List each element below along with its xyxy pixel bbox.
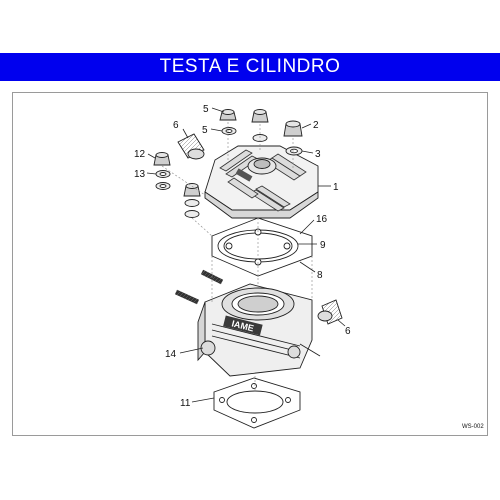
callout-6-top: 6 bbox=[173, 120, 179, 131]
washer-13 bbox=[155, 170, 171, 190]
drawing-code: WS-002 bbox=[462, 424, 484, 430]
washer-5 bbox=[221, 127, 237, 135]
head-logo-badge bbox=[235, 168, 253, 182]
base-gasket bbox=[213, 377, 301, 429]
callout-11: 11 bbox=[180, 398, 191, 409]
spark-adaptor-top bbox=[177, 133, 205, 160]
washer-3 bbox=[285, 146, 303, 156]
cap-nut-4 bbox=[219, 109, 237, 121]
cylinder-block: IAME bbox=[197, 283, 321, 377]
section-title-banner: TESTA E CILINDRO bbox=[0, 53, 500, 81]
nut-top-center bbox=[251, 109, 269, 142]
callout-13: 13 bbox=[134, 169, 146, 180]
nut-side-stack bbox=[183, 183, 201, 218]
head-gasket bbox=[211, 217, 313, 277]
nut-12 bbox=[153, 152, 171, 166]
callout-4: 5 bbox=[203, 104, 209, 115]
nut-2 bbox=[283, 120, 303, 137]
callout-5: 5 bbox=[202, 125, 208, 136]
callout-1: 1 bbox=[333, 182, 339, 193]
callout-8: 8 bbox=[317, 270, 323, 281]
callout-16: 16 bbox=[316, 214, 328, 225]
diagram-frame bbox=[12, 92, 488, 436]
leader-lines bbox=[146, 107, 346, 403]
callout-6-right: 6 bbox=[345, 326, 351, 337]
callout-3: 3 bbox=[315, 149, 321, 160]
callout-9: 9 bbox=[320, 240, 326, 251]
callout-12: 12 bbox=[134, 149, 146, 160]
cylinder-head bbox=[204, 145, 319, 219]
spark-adaptor-right bbox=[317, 299, 343, 325]
callout-2: 2 bbox=[313, 120, 319, 131]
assembly-guides bbox=[161, 122, 313, 392]
callouts: 5 5 2 3 1 6 12 13 16 9 8 6 14 11 WS-002 bbox=[134, 104, 484, 430]
callout-14: 14 bbox=[165, 349, 177, 360]
section-title: TESTA E CILINDRO bbox=[159, 56, 341, 77]
